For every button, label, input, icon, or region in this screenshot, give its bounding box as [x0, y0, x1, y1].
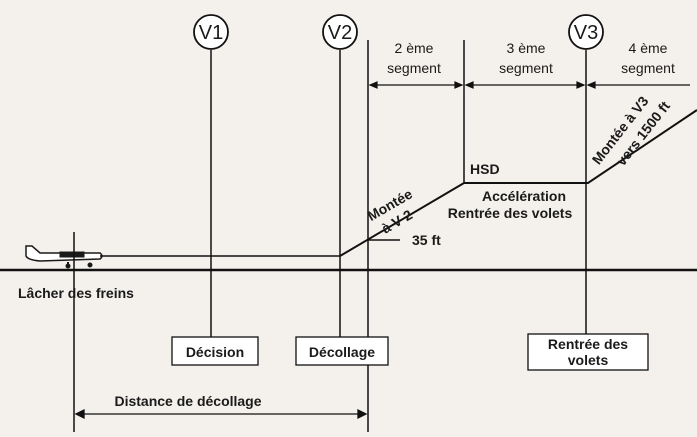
hsd-label: HSD	[470, 161, 500, 177]
segment3-line2: segment	[499, 60, 553, 76]
v1-label: V1	[199, 22, 223, 44]
brake-release-label: Lâcher des freins	[18, 285, 134, 301]
v3-label: V3	[574, 22, 598, 44]
acceleration-label: Accélération	[482, 188, 566, 204]
v2-label: V2	[328, 22, 352, 44]
v1-marker: V1	[194, 15, 228, 49]
climb-v3-label: Montée à V3 vers 1500 ft	[589, 86, 674, 180]
flaps-retract-label: Rentrée des volets	[448, 205, 573, 221]
segment-arrows	[370, 82, 690, 88]
takeoff-distance-label: Distance de décollage	[114, 393, 261, 409]
takeoff-distance-arrow	[76, 410, 366, 418]
segment3-line1: 3 ème	[507, 40, 546, 56]
decision-label: Décision	[186, 344, 244, 360]
v2-marker: V2	[323, 15, 357, 49]
v3-marker: V3	[569, 15, 603, 49]
flaps-box-line2: volets	[568, 352, 609, 368]
takeoff-label: Décollage	[309, 344, 375, 360]
segment2-line1: 2 ème	[395, 40, 434, 56]
aircraft-icon	[26, 246, 102, 268]
segment4-line2: segment	[621, 60, 675, 76]
flaps-box-line1: Rentrée des	[548, 336, 628, 352]
segment2-line2: segment	[387, 60, 441, 76]
height-35ft-label: 35 ft	[412, 232, 441, 248]
segment4-line1: 4 ème	[629, 40, 668, 56]
